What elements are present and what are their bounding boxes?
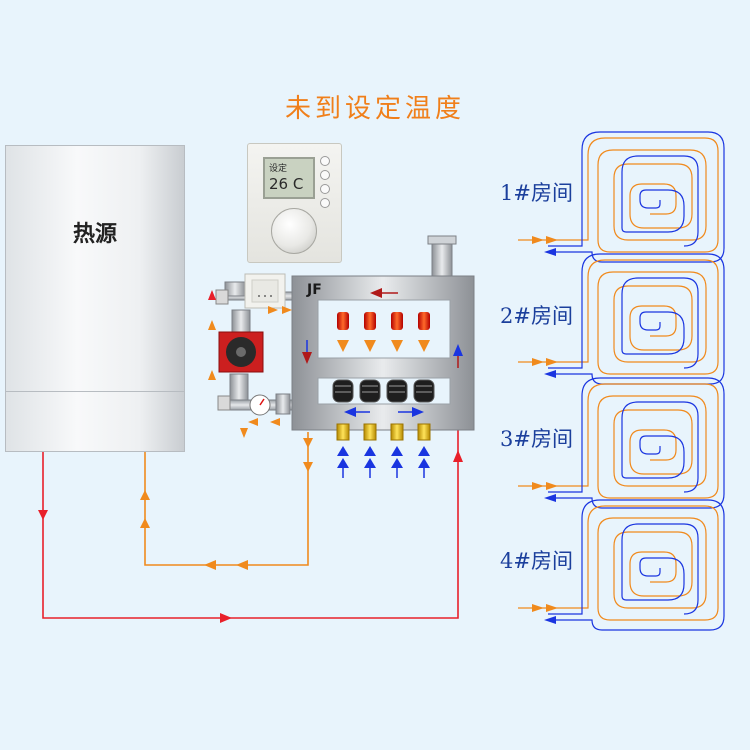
flow-arrow <box>453 450 463 462</box>
return-flow-arrows <box>337 446 430 468</box>
room-label-3: 3#房间 <box>500 427 573 451</box>
thermostat-display: 设定 26 C <box>263 157 315 199</box>
flow-arrow <box>302 352 312 364</box>
flow-arrow <box>220 613 232 623</box>
heat-source-boiler: 热源 <box>5 145 185 452</box>
room-thermostat[interactable]: 设定 26 C <box>247 143 342 263</box>
boiler-label: 热源 <box>72 221 117 247</box>
supply-valves <box>337 312 430 352</box>
thermostat-knob[interactable] <box>271 208 317 254</box>
room-label-1: 1#房间 <box>500 181 573 205</box>
thermostat-button-4[interactable] <box>320 198 330 208</box>
room-label-2: 2#房间 <box>500 304 573 328</box>
flow-arrow <box>140 490 150 500</box>
flow-arrow <box>370 288 382 298</box>
thermostat-button-3[interactable] <box>320 184 330 194</box>
flow-arrow <box>38 510 48 520</box>
return-pipe <box>144 432 309 566</box>
flow-arrow <box>453 344 463 356</box>
flow-arrow <box>412 407 424 417</box>
diagram-title: 未到设定温度 <box>284 94 465 124</box>
flow-arrow <box>303 438 313 448</box>
thermostat-temperature: 26 C <box>269 175 304 193</box>
pump-flow-arrows <box>208 306 292 438</box>
pump-station <box>215 281 293 416</box>
flow-arrow <box>140 518 150 528</box>
floor-coil-room-2 <box>518 253 725 385</box>
flow-arrow <box>344 407 356 417</box>
supply-pipe <box>42 420 459 619</box>
coil-flow-arrows <box>532 236 558 624</box>
flow-arrow <box>303 462 313 472</box>
flow-arrow <box>236 560 248 570</box>
manifold-frame <box>291 235 475 431</box>
room-label-4: 4#房间 <box>500 549 573 573</box>
thermostat-button-2[interactable] <box>320 170 330 180</box>
floor-coil-room-4 <box>518 499 725 631</box>
manifold-label: JF <box>307 282 322 298</box>
boiler-panel-divider <box>6 391 184 392</box>
flow-arrow <box>204 560 216 570</box>
return-fittings <box>336 423 431 441</box>
thermostat-button-1[interactable] <box>320 156 330 166</box>
thermostat-setpoint-label: 设定 <box>269 164 288 174</box>
